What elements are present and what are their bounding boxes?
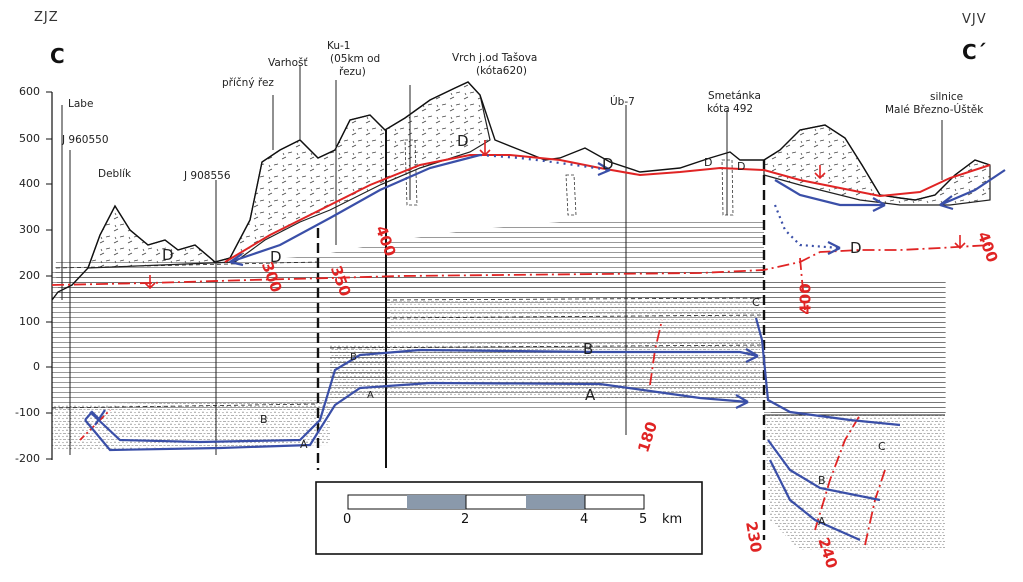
red-dashdot-line xyxy=(51,244,991,286)
terrain-line xyxy=(51,81,991,301)
y-tick-label: 400 xyxy=(19,177,40,190)
blue-flow-d-far-right xyxy=(939,169,1006,207)
layer-label-b: B xyxy=(260,413,268,426)
blue-flow-d-right-2 xyxy=(773,204,841,250)
blue-flow-d-top xyxy=(479,153,611,172)
blue-flow-a xyxy=(84,381,749,452)
scale-tick-label: 5 xyxy=(639,512,648,527)
label-vrch-b: (kóta620) xyxy=(476,65,527,77)
layer-label-a: A xyxy=(300,438,308,451)
scale-bar-fill-2 xyxy=(526,495,585,509)
layer-label-b: B xyxy=(350,352,357,363)
label-deblik: Deblík xyxy=(98,168,132,180)
label-ub7: Úb-7 xyxy=(610,96,635,108)
y-tick-label: 300 xyxy=(19,223,40,236)
blue-flow-b xyxy=(89,348,759,444)
label-smetanka-a: Smetánka xyxy=(708,90,761,102)
red-contour-lower-mid xyxy=(649,319,663,386)
sandstone-band-left xyxy=(52,400,330,450)
label-ku1-b: (05km od xyxy=(330,53,381,65)
layer-label-d: D xyxy=(704,156,713,169)
y-tick-label: 200 xyxy=(19,269,40,282)
marl-body xyxy=(55,218,945,415)
y-tick-label: -200 xyxy=(15,452,40,465)
contour-label: 400 xyxy=(796,283,815,315)
label-pricny-rez: příčný řez xyxy=(222,77,274,89)
label-labe: Labe xyxy=(68,98,94,110)
y-tick-label: 500 xyxy=(19,132,40,145)
layer-label-d: D xyxy=(162,246,174,264)
label-silnice-b: Malé Březno-Úštěk xyxy=(885,104,984,116)
layer-label-a: A xyxy=(585,386,596,404)
direction-right: VJV xyxy=(962,12,987,27)
label-vrch-a: Vrch j.od Tašova xyxy=(452,52,538,64)
scale-unit: km xyxy=(662,512,683,527)
y-axis-ticks xyxy=(46,91,52,460)
layer-label-d: D xyxy=(737,160,746,173)
layer-label-b: B xyxy=(818,474,826,487)
sandstone-band-mid xyxy=(330,340,760,400)
label-varhost: Varhošť xyxy=(268,57,308,69)
label-j908556: J 908556 xyxy=(184,170,231,182)
y-tick-label: -100 xyxy=(15,406,40,419)
label-ku1-c: řezu) xyxy=(339,66,366,78)
scale-bar-outline xyxy=(347,494,645,510)
red-arrows xyxy=(144,140,966,290)
red-contour-right xyxy=(799,257,806,311)
blue-flow-c-right xyxy=(754,317,901,427)
section-label-left: C xyxy=(50,44,65,68)
layer-label-d: D xyxy=(850,239,862,257)
y-tick-label: 0 xyxy=(33,360,40,373)
layer-label-d: D xyxy=(270,248,282,266)
red-surface-line-d xyxy=(224,154,991,263)
layer-label-d: D xyxy=(602,155,614,173)
red-contour-lower-right xyxy=(814,414,861,531)
scale-tick-label: 4 xyxy=(580,512,589,527)
y-tick-label: 100 xyxy=(19,315,40,328)
section-label-right: C´ xyxy=(962,40,987,64)
scale-bar-fill-1 xyxy=(407,495,466,509)
layer-label-d: D xyxy=(457,132,469,150)
blue-flow-a-right xyxy=(769,459,861,542)
label-smetanka-b: kóta 492 xyxy=(707,103,754,115)
label-ku1-a: Ku-1 xyxy=(327,40,351,52)
y-tick-label: 600 xyxy=(19,85,40,98)
layer-label-c: C xyxy=(878,440,886,453)
layer-label-a: A xyxy=(818,515,826,528)
layer-label-c: C xyxy=(752,296,760,309)
label-silnice-a: silnice xyxy=(930,91,964,103)
scale-tick-label: 0 xyxy=(343,512,352,527)
label-j960550: J 960550 xyxy=(62,134,109,146)
direction-left: ZJZ xyxy=(34,10,59,25)
layer-label-b: B xyxy=(583,340,594,358)
blue-flow-d-right xyxy=(774,179,885,207)
blue-flow-left-loop xyxy=(84,409,106,426)
layer-label-a: A xyxy=(367,390,374,401)
blue-flow-d-left xyxy=(229,153,481,264)
scale-box xyxy=(315,481,703,555)
blue-flow-b-right xyxy=(767,439,881,502)
sandstone-band-right xyxy=(764,415,945,550)
scale-tick-label: 2 xyxy=(461,512,470,527)
